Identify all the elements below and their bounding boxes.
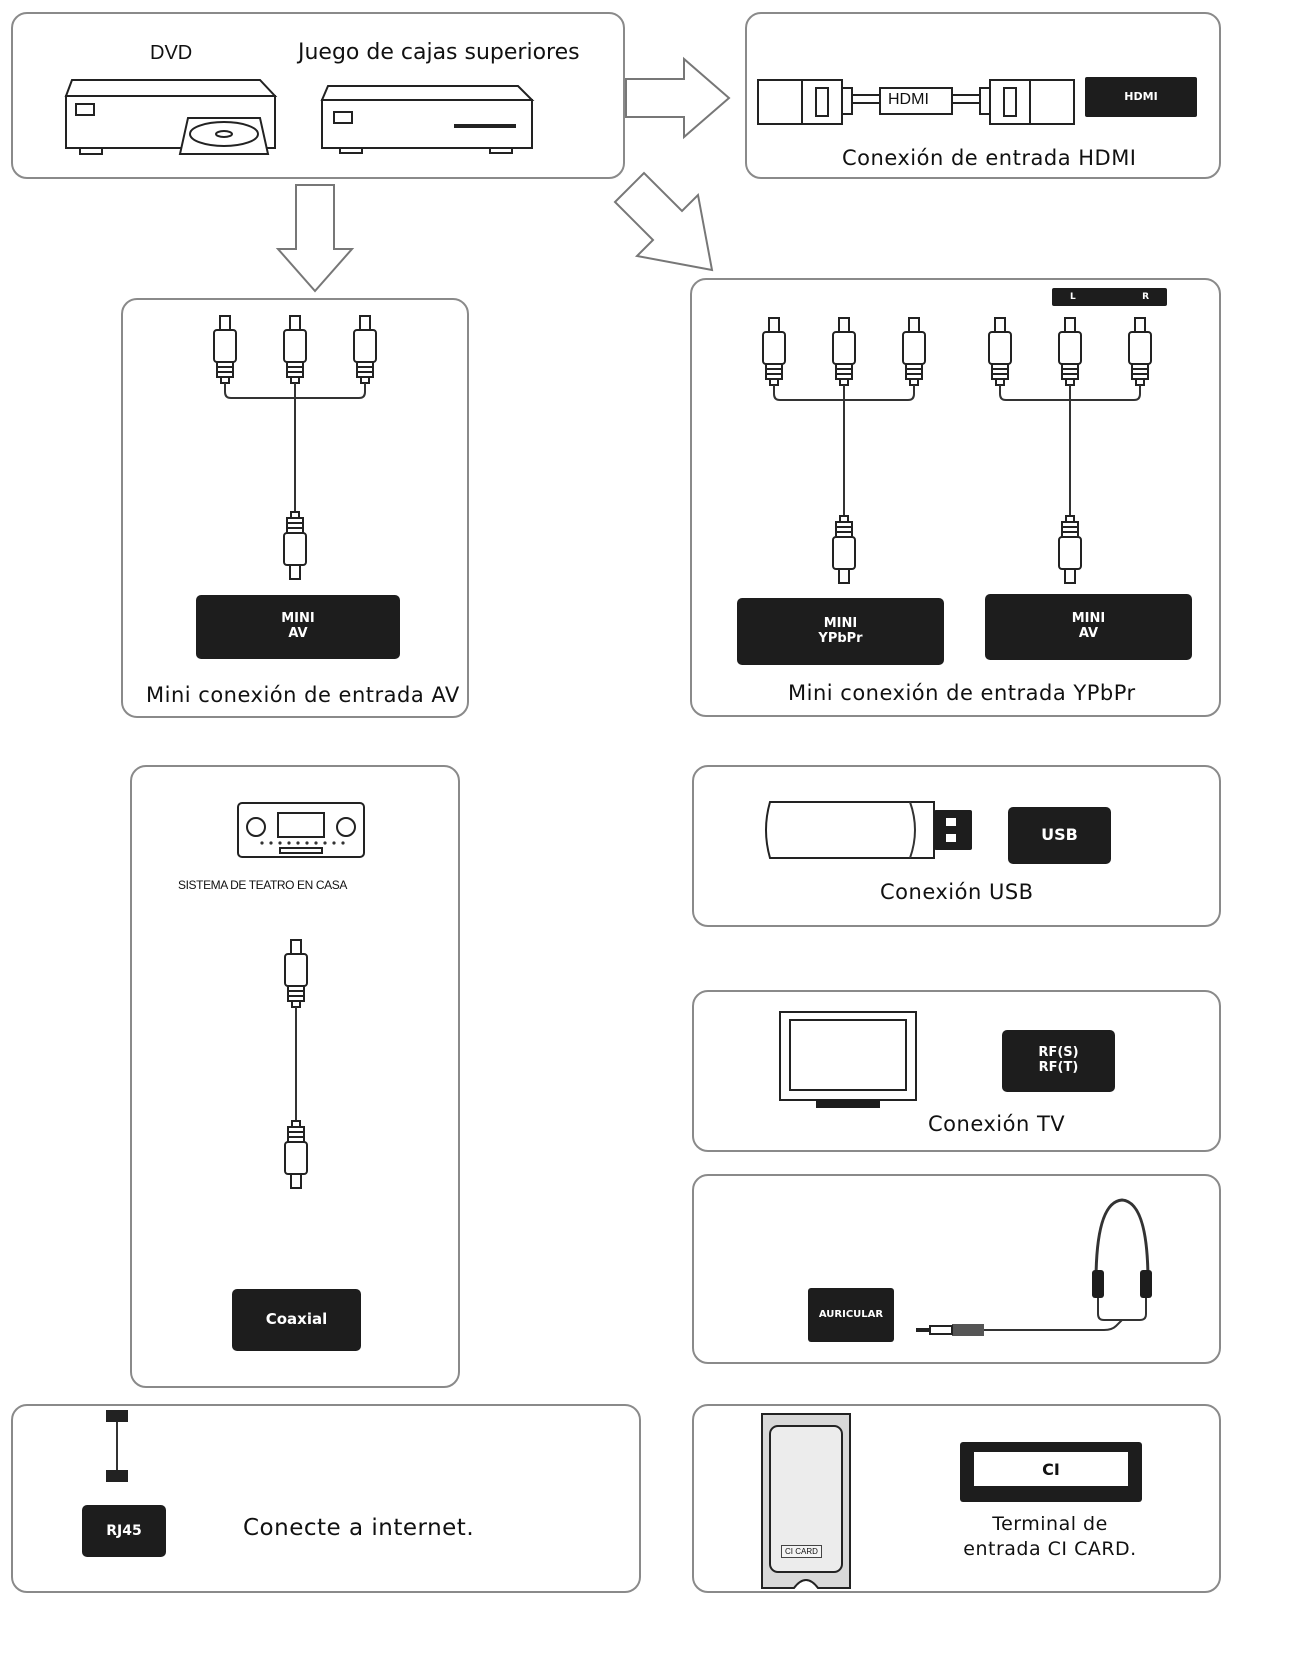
rj45-port: RJ45 — [82, 1505, 166, 1557]
settop-box-label: Juego de cajas superiores — [298, 40, 580, 65]
settop-box-icon — [320, 85, 535, 154]
hdmi-cable-icon — [757, 79, 1075, 125]
coaxial-port: Coaxial — [232, 1289, 361, 1351]
tv-icon — [779, 1011, 917, 1108]
coaxial-cable-icon — [284, 939, 308, 1189]
ypbpr-rca-cable-icon — [762, 317, 1152, 584]
dvd-player-icon — [64, 79, 278, 155]
rj45-caption: Conecte a internet. — [243, 1515, 475, 1541]
arrow-right-to-hdmi — [625, 56, 731, 140]
arrow-down-to-av — [275, 184, 355, 293]
usb-caption: Conexión USB — [880, 880, 1034, 904]
ethernet-cable-icon — [106, 1410, 128, 1482]
left-channel-label: L — [1070, 291, 1076, 302]
hdmi-port: HDMI — [1085, 77, 1197, 117]
ci-card-icon — [761, 1413, 851, 1589]
mini-av-port-2: MINI AV — [985, 594, 1192, 660]
hdmi-cable-label: HDMI — [888, 91, 929, 108]
mini-av-port: MINI AV — [196, 595, 400, 659]
av-rca-cable-icon — [213, 315, 377, 580]
hdmi-caption: Conexión de entrada HDMI — [842, 146, 1137, 170]
dvd-label: DVD — [150, 42, 193, 64]
headphones-icon — [916, 1198, 1152, 1336]
arrow-diagonal-to-ypbpr — [613, 171, 714, 272]
ci-card-caption: Terminal de entrada CI CARD. — [963, 1513, 1137, 1560]
lr-audio-label-bar: L R — [1052, 288, 1167, 306]
tv-caption: Conexión TV — [928, 1112, 1066, 1136]
usb-port: USB — [1008, 807, 1111, 864]
usb-stick-icon — [765, 801, 972, 859]
mini-ypbpr-port: MINI YPbPr — [737, 598, 944, 665]
home-theater-icon — [237, 802, 365, 858]
ci-slot-label: CI — [974, 1452, 1128, 1486]
ci-card-label: CI CARD — [781, 1545, 822, 1558]
ci-slot: CI — [960, 1442, 1142, 1502]
home-theater-label: SISTEMA DE TEATRO EN CASA — [178, 878, 347, 892]
rf-port: RF(S) RF(T) — [1002, 1030, 1115, 1092]
right-channel-label: R — [1142, 291, 1149, 302]
mini-av-caption: Mini conexión de entrada AV — [146, 683, 460, 707]
headphone-port: AURICULAR — [808, 1288, 894, 1342]
mini-ypbpr-caption: Mini conexión de entrada YPbPr — [788, 681, 1136, 705]
